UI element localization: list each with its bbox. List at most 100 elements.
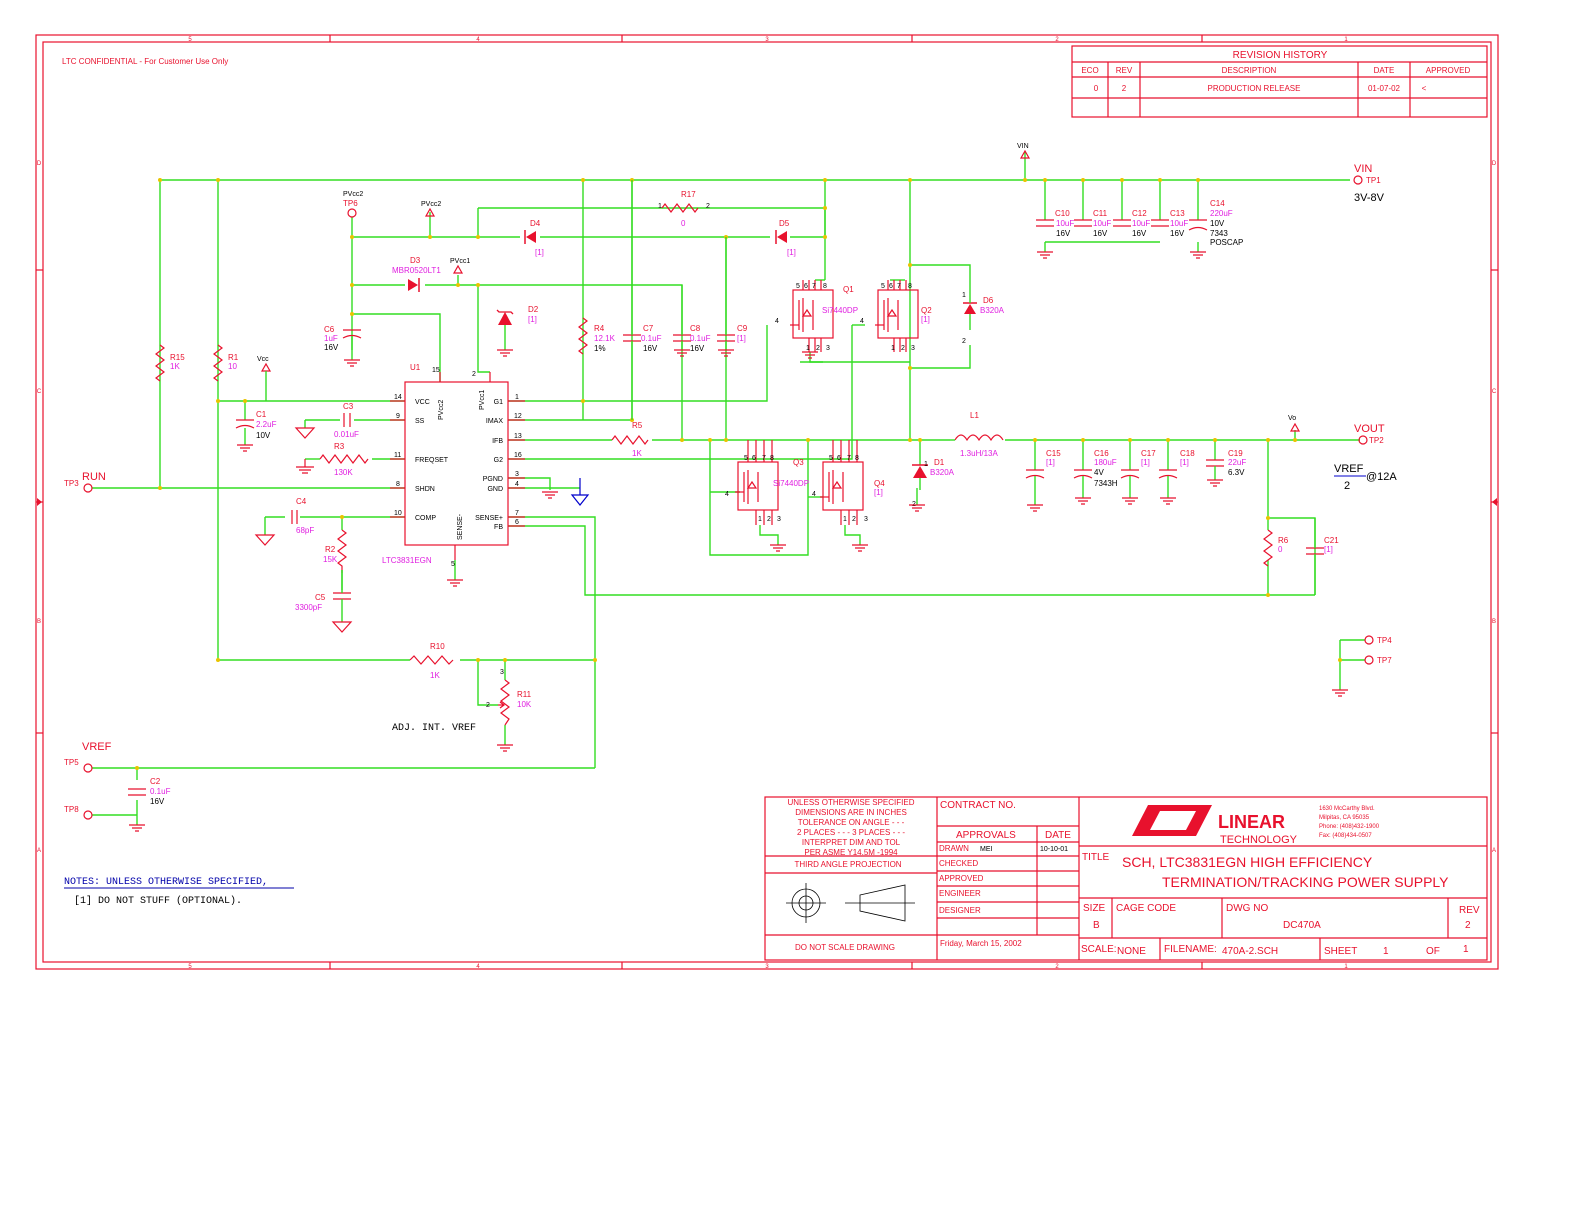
c15-symbol[interactable]	[1025, 469, 1045, 505]
pin-g2-name: G2	[494, 457, 503, 464]
tp6-label: TP6	[343, 199, 358, 208]
c5-symbol[interactable]	[333, 592, 351, 600]
r4-body[interactable]	[578, 317, 588, 355]
q1-mosfet[interactable]	[790, 280, 834, 352]
c14-symbol[interactable]	[1188, 219, 1208, 231]
q2-pin1: 1	[891, 345, 895, 352]
r10-body[interactable]	[409, 655, 454, 665]
c17-value: [1]	[1141, 458, 1150, 467]
c4-ref: C4	[296, 497, 307, 506]
d4-ref: D4	[530, 219, 541, 228]
c1-value: 2.2uF	[256, 420, 277, 429]
ic-u1[interactable]: U1 LTC3831EGN VCC SS FREQSET SHDN COMP 1…	[382, 363, 525, 580]
tp8-marker[interactable]	[83, 810, 93, 820]
q3-pin4: 4	[725, 491, 729, 498]
rev-header-date: DATE	[1374, 66, 1395, 75]
r5-body[interactable]	[611, 435, 649, 445]
d6-diode[interactable]	[963, 302, 977, 314]
c8-ref: C8	[690, 324, 701, 333]
pin-sense-minus-name: SENSE-	[457, 513, 464, 540]
r3-body[interactable]	[319, 454, 369, 464]
r4-ref: R4	[594, 324, 605, 333]
d6-ref: D6	[983, 296, 994, 305]
run-net-label: RUN	[82, 471, 106, 483]
c7-value: 0.1uF	[641, 334, 662, 343]
tp7-marker[interactable]	[1364, 655, 1374, 665]
c7-volt: 16V	[643, 344, 658, 353]
pin-sense-plus-num: 7	[515, 510, 519, 517]
r17-value: 0	[681, 219, 686, 228]
c16-volt: 4V	[1094, 468, 1104, 477]
l1-inductor[interactable]	[954, 434, 1004, 442]
pin-gnd-name: GND	[487, 486, 503, 493]
tb-designer: DESIGNER	[939, 906, 981, 915]
q2-ref: Q2	[921, 306, 932, 315]
c4-symbol[interactable]	[291, 510, 298, 524]
c13-symbol[interactable]	[1151, 219, 1169, 227]
c15-value: [1]	[1046, 458, 1055, 467]
vref-out-den: 2	[1344, 480, 1350, 492]
q4-pin2: 2	[852, 516, 856, 523]
tp6-marker[interactable]	[347, 208, 357, 218]
r17-body[interactable]	[661, 203, 699, 213]
tp4-marker[interactable]	[1364, 635, 1374, 645]
r6-body[interactable]	[1263, 529, 1273, 567]
pin-pgnd-num: 3	[515, 471, 519, 478]
c10-symbol[interactable]	[1036, 219, 1054, 227]
q2-mosfet[interactable]	[875, 280, 919, 352]
r15-body[interactable]	[155, 344, 165, 382]
rev-header-eco: ECO	[1081, 66, 1098, 75]
tp1-label: TP1	[1366, 176, 1381, 185]
tp3-marker[interactable]	[83, 483, 93, 493]
tb-size-label: SIZE	[1083, 903, 1106, 914]
q4-pin7: 7	[847, 455, 851, 462]
adj-vref-label: ADJ. INT. VREF	[392, 723, 476, 734]
d3-diode[interactable]	[408, 278, 420, 292]
c12-symbol[interactable]	[1113, 219, 1131, 227]
c18-symbol[interactable]	[1158, 469, 1178, 498]
tp1-marker[interactable]	[1353, 175, 1363, 185]
c2-symbol[interactable]	[128, 788, 146, 796]
c3-symbol[interactable]	[343, 413, 351, 427]
d4-diode[interactable]	[524, 230, 536, 244]
c11-symbol[interactable]	[1074, 219, 1092, 227]
c6-symbol[interactable]	[342, 329, 362, 360]
zone-labels: 5 4 3 2 1 5 4 3 2 1 D C B A D C B A	[37, 37, 1497, 970]
d2-zener[interactable]	[496, 309, 514, 325]
c13-value: 10uF	[1170, 219, 1188, 228]
c21-value: [1]	[1324, 545, 1333, 554]
c1-symbol[interactable]	[235, 419, 255, 445]
q4-mosfet[interactable]	[820, 440, 864, 525]
q3-ref: Q3	[793, 458, 804, 467]
c19-symbol[interactable]	[1206, 459, 1224, 480]
rev-header-rev: REV	[1116, 66, 1133, 75]
zone-col-1b: 1	[1344, 964, 1348, 970]
l1-value: 1.3uH/13A	[960, 449, 998, 458]
tb-address-3: Fax: (408)434-0507	[1319, 833, 1372, 839]
r1-body[interactable]	[213, 344, 223, 382]
rev-header-approved: APPROVED	[1426, 66, 1471, 75]
d5-diode[interactable]	[775, 230, 787, 244]
wires	[92, 152, 1365, 825]
vref-out-suffix: @12A	[1366, 471, 1397, 483]
rev-row-date: 01-07-02	[1368, 84, 1401, 93]
c16-symbol[interactable]	[1073, 469, 1093, 498]
tp2-marker[interactable]	[1358, 435, 1368, 445]
vin-flag-label: VIN	[1017, 143, 1029, 150]
tp5-marker[interactable]	[83, 763, 93, 773]
q3-value: Si7440DP	[773, 479, 809, 488]
q3-mosfet[interactable]	[735, 440, 779, 525]
pin-pvcc2-name: PVcc2	[438, 400, 445, 420]
pin-pvcc1-num: 2	[472, 371, 476, 378]
q2-pin4: 4	[860, 318, 864, 325]
c16-pkg: 7343H	[1094, 479, 1118, 488]
q1-pin5: 5	[796, 283, 800, 290]
tb-engineer: ENGINEER	[939, 889, 981, 898]
r11-body[interactable]	[500, 679, 510, 726]
d1-diode[interactable]	[912, 464, 928, 478]
q1-ref: Q1	[843, 285, 854, 294]
c17-symbol[interactable]	[1120, 469, 1140, 498]
zone-col-4b: 4	[476, 964, 480, 970]
r15-value: 1K	[170, 362, 180, 371]
r2-body[interactable]	[337, 529, 347, 573]
